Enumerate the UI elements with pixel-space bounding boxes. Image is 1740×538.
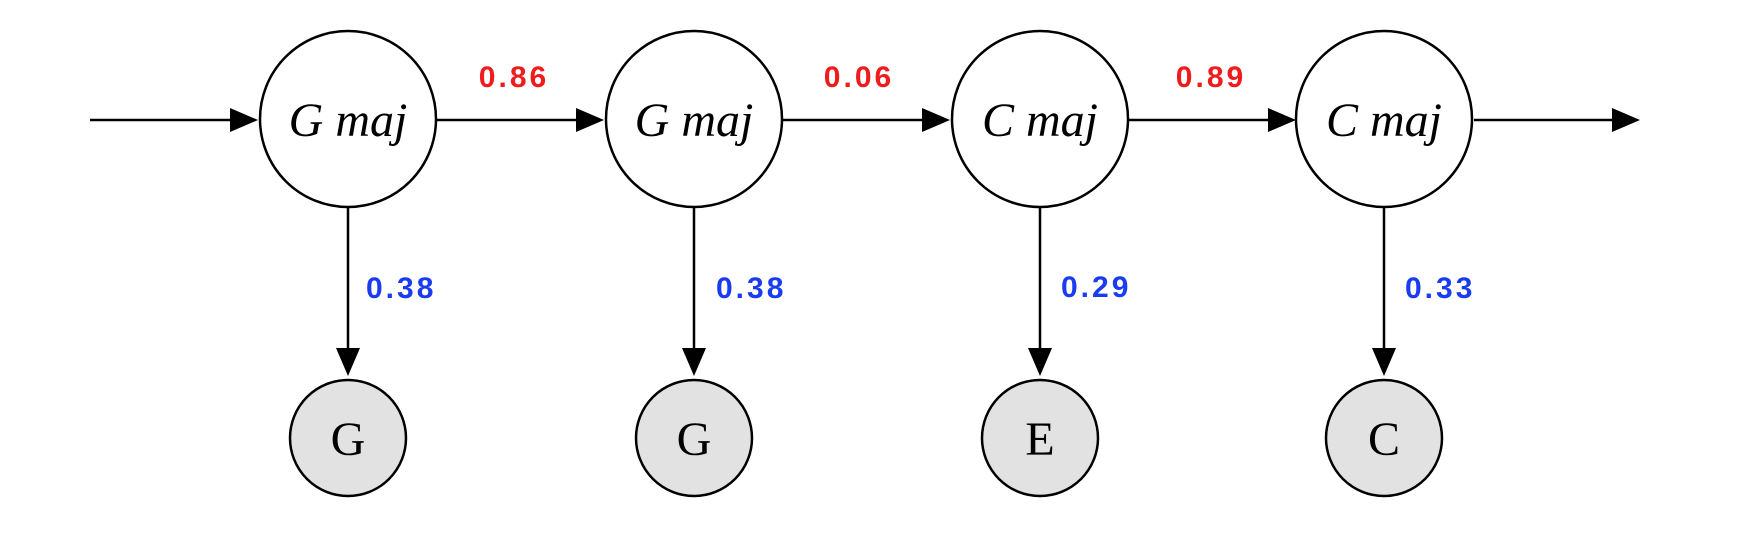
emission-prob-1: 0.38: [366, 272, 436, 305]
hidden-state-label-1: G maj: [289, 94, 408, 147]
emission-prob-4: 0.33: [1405, 272, 1475, 305]
transition-prob-1: 0.86: [479, 61, 549, 94]
emission-prob-2: 0.38: [716, 272, 786, 305]
hidden-state-node-2: G maj: [604, 29, 784, 209]
emission-arrow-4: [1372, 208, 1396, 376]
emission-arrow-2: [682, 208, 706, 376]
emission-prob-3: 0.29: [1061, 271, 1131, 304]
transition-prob-2: 0.06: [824, 61, 894, 94]
hidden-state-label-3: C maj: [982, 94, 1098, 147]
exit-arrow: [1474, 108, 1640, 132]
observation-node-4: C: [1324, 378, 1444, 498]
transition-prob-3: 0.89: [1176, 61, 1246, 94]
observation-label-2: G: [677, 413, 712, 466]
observation-label-4: C: [1368, 413, 1400, 466]
observation-node-3: E: [980, 378, 1100, 498]
emission-arrow-1: [336, 208, 360, 376]
observation-node-1: G: [288, 378, 408, 498]
hidden-state-node-4: C maj: [1294, 29, 1474, 209]
observation-label-3: E: [1025, 413, 1054, 466]
hidden-state-node-1: G maj: [258, 29, 438, 209]
transition-arrow-1: [436, 108, 604, 132]
observation-label-1: G: [331, 413, 366, 466]
observation-node-2: G: [634, 378, 754, 498]
hidden-state-label-2: G maj: [635, 94, 754, 147]
transition-arrow-2: [782, 108, 950, 132]
transition-arrow-3: [1128, 108, 1296, 132]
hidden-state-label-4: C maj: [1326, 94, 1442, 147]
entry-arrow: [90, 108, 258, 132]
emission-arrow-3: [1028, 208, 1052, 376]
hidden-state-node-3: C maj: [950, 29, 1130, 209]
